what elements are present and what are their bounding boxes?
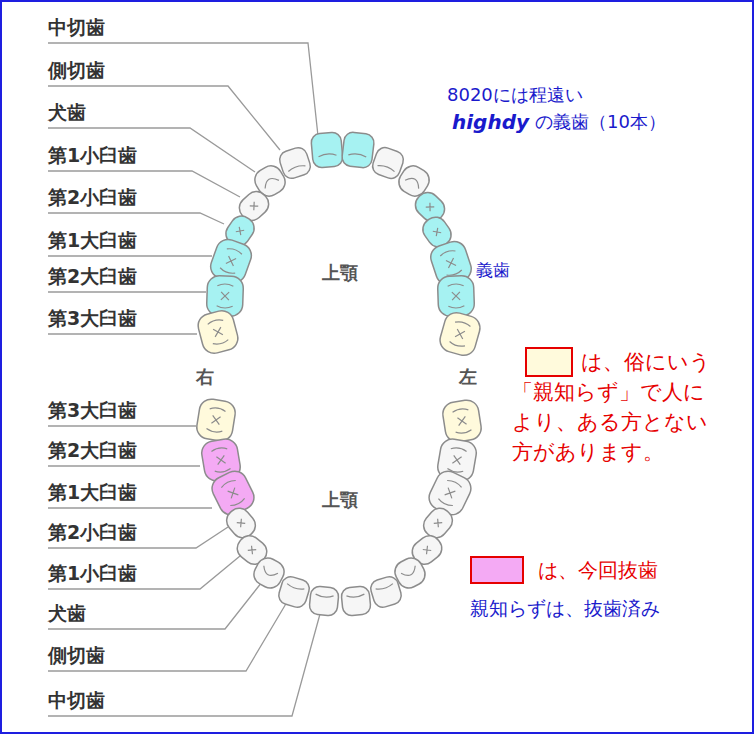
jaw-label: 上顎 <box>322 489 358 511</box>
leader-line <box>48 465 200 466</box>
tooth-name: 第1大臼歯 <box>48 229 137 252</box>
tooth-shape <box>195 397 237 442</box>
note-text: 8020には程遠い <box>447 84 583 106</box>
leader-line <box>48 507 212 508</box>
tooth-shape <box>437 310 483 358</box>
tooth-name: 犬歯 <box>48 602 86 625</box>
leader-line <box>48 333 197 334</box>
tooth-name: 犬歯 <box>48 101 86 124</box>
note-text: の義歯（10本） <box>535 111 666 133</box>
tooth-shape <box>277 575 312 610</box>
legend-swatch <box>525 347 573 377</box>
leader-line <box>48 43 318 136</box>
legend-text: は、今回抜歯 <box>538 558 658 582</box>
tooth-name: 第2大臼歯 <box>48 439 137 462</box>
tooth-name: 第2大臼歯 <box>48 265 137 288</box>
tooth-name: 第3大臼歯 <box>48 307 137 330</box>
tooth-name: 側切歯 <box>48 59 105 82</box>
tooth-shape <box>309 586 340 617</box>
side-label: 右 <box>196 366 214 388</box>
tooth-name: 第2小臼歯 <box>48 521 137 544</box>
leader-line <box>48 582 262 629</box>
tooth-name: 第1大臼歯 <box>48 481 137 504</box>
tooth-shape <box>369 575 404 610</box>
legend-swatch <box>470 556 524 584</box>
legend-item: は、今回抜歯 <box>470 556 730 584</box>
leader-line <box>48 86 280 150</box>
tooth-name: 中切歯 <box>48 16 105 39</box>
side-label: 左 <box>459 366 477 388</box>
jaw-label: 上顎 <box>322 262 358 284</box>
leader-lines <box>48 43 320 716</box>
tooth-shape <box>196 308 241 356</box>
tooth-name: 中切歯 <box>48 689 105 712</box>
tooth-name: 第2小臼歯 <box>48 186 137 209</box>
leader-line <box>48 425 196 426</box>
owner-name: highdy <box>452 110 529 134</box>
denture-label: 義歯 <box>476 260 510 280</box>
tooth-shape <box>311 132 344 168</box>
tooth-name: 第1小臼歯 <box>48 562 137 585</box>
tooth-name: 第1小臼歯 <box>48 144 137 167</box>
tooth-name: 側切歯 <box>48 644 105 667</box>
tooth-shape <box>341 131 375 168</box>
tooth-shape <box>437 275 474 316</box>
leader-line <box>48 291 206 292</box>
tooth-name: 第3大臼歯 <box>48 399 137 422</box>
leader-line <box>48 602 287 671</box>
note-text: 親知らずは、抜歯済み <box>470 597 660 620</box>
tooth-shape <box>341 586 372 617</box>
leader-line <box>48 556 240 589</box>
teeth-arch <box>195 131 483 616</box>
tooth-shape <box>441 398 483 443</box>
legend-item: は、俗にいう「親知らず」で人により、ある方とない方があります。 <box>512 347 712 467</box>
leader-line <box>48 614 320 716</box>
leader-line <box>48 255 212 256</box>
leader-line <box>48 213 224 224</box>
leader-line <box>48 128 255 172</box>
